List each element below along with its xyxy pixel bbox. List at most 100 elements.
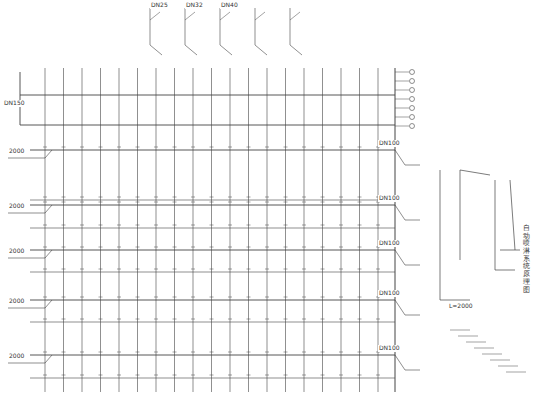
pipe-line xyxy=(358,225,362,226)
pipe-line xyxy=(302,269,306,270)
pipe-line xyxy=(321,375,325,376)
pipe-line xyxy=(80,197,84,198)
valve-symbol xyxy=(410,115,415,120)
pipe-line xyxy=(220,45,232,55)
pipe-line xyxy=(358,147,362,148)
pipe-line xyxy=(220,8,221,45)
pipe-line xyxy=(230,68,231,392)
pipe-line xyxy=(173,375,177,376)
pipe-line xyxy=(8,158,45,159)
pipe-line xyxy=(247,225,251,226)
pipe-line xyxy=(339,352,343,353)
pipe-line xyxy=(495,180,496,270)
pipe-line xyxy=(284,352,288,353)
pipe-line xyxy=(30,322,395,323)
pipe-line xyxy=(154,247,158,248)
pipe-line xyxy=(173,247,177,248)
pipe-line xyxy=(339,297,343,298)
pipe-line xyxy=(395,108,409,109)
pipe-line xyxy=(265,202,269,203)
dimension-label: 2000 xyxy=(8,353,25,360)
drawing-title: 自动喷淋系统原理图 xyxy=(522,225,531,294)
pipe-line xyxy=(460,170,461,260)
pipe-line xyxy=(8,363,45,364)
pipe-line xyxy=(80,352,84,353)
pipe-line xyxy=(228,269,232,270)
pipe-line xyxy=(80,375,84,376)
pipe-line xyxy=(339,375,343,376)
pipe-line xyxy=(395,355,405,370)
pipe-line xyxy=(62,147,66,148)
pipe-line xyxy=(358,247,362,248)
pipe-line xyxy=(474,348,494,349)
pipe-line xyxy=(321,202,325,203)
pipe-line xyxy=(210,147,214,148)
pipe-line xyxy=(247,352,251,353)
pipe-line xyxy=(304,68,305,392)
pipe-line xyxy=(62,197,66,198)
pipe-line xyxy=(191,247,195,248)
pipe-line xyxy=(20,95,395,96)
pipe-line xyxy=(358,202,362,203)
pipe-line xyxy=(376,225,380,226)
pipe-line xyxy=(210,297,214,298)
pipe-line xyxy=(339,247,343,248)
pipe-line xyxy=(210,319,214,320)
pipe-line xyxy=(321,319,325,320)
pipe-line xyxy=(255,12,265,20)
pipe-line xyxy=(376,247,380,248)
pipe-line xyxy=(137,68,138,392)
pipe-line xyxy=(136,319,140,320)
pipe-line xyxy=(284,225,288,226)
pipe-line xyxy=(45,68,46,392)
pipe-line xyxy=(154,202,158,203)
pipe-line xyxy=(395,126,409,127)
pipe-line xyxy=(228,352,232,353)
pipe-line xyxy=(136,147,140,148)
pipe-line xyxy=(174,68,175,392)
pipe-line xyxy=(154,375,158,376)
pipe-line xyxy=(154,319,158,320)
pipe-line xyxy=(117,197,121,198)
pipe-line xyxy=(284,147,288,148)
pipe-line xyxy=(228,197,232,198)
pipe-line xyxy=(358,375,362,376)
pipe-line xyxy=(284,202,288,203)
pipe-line xyxy=(321,297,325,298)
valve-symbol xyxy=(410,88,415,93)
pipe-line xyxy=(265,269,269,270)
pipe-line xyxy=(173,319,177,320)
pipe-line xyxy=(136,197,140,198)
pipe-line xyxy=(30,300,395,301)
pipe-line xyxy=(228,375,232,376)
pipe-line xyxy=(376,269,380,270)
pipe-line xyxy=(255,8,256,45)
pipe-line xyxy=(43,319,47,320)
pipe-line xyxy=(440,170,441,300)
pipe-line xyxy=(495,270,515,271)
pipe-line xyxy=(43,352,47,353)
pipe-line xyxy=(440,300,470,301)
valve-symbol xyxy=(410,106,415,111)
pipe-line xyxy=(376,202,380,203)
pipe-line xyxy=(482,354,502,355)
pipe-line xyxy=(191,319,195,320)
pipe-line xyxy=(247,197,251,198)
valve-symbol xyxy=(410,79,415,84)
pipe-line xyxy=(30,250,395,251)
pipe-line xyxy=(339,319,343,320)
pipe-line xyxy=(211,68,212,392)
pipe-line xyxy=(321,147,325,148)
pipe-line xyxy=(136,202,140,203)
pipe-line xyxy=(228,297,232,298)
pipe-line xyxy=(62,297,66,298)
pipe-line xyxy=(191,375,195,376)
pipe-line xyxy=(99,197,103,198)
pipe-line xyxy=(173,225,177,226)
pipe-size-label: DN100 xyxy=(378,140,401,147)
pipe-line xyxy=(99,352,103,353)
pipe-line xyxy=(302,247,306,248)
pipe-line xyxy=(302,375,306,376)
pipe-line xyxy=(302,202,306,203)
pipe-line xyxy=(265,147,269,148)
